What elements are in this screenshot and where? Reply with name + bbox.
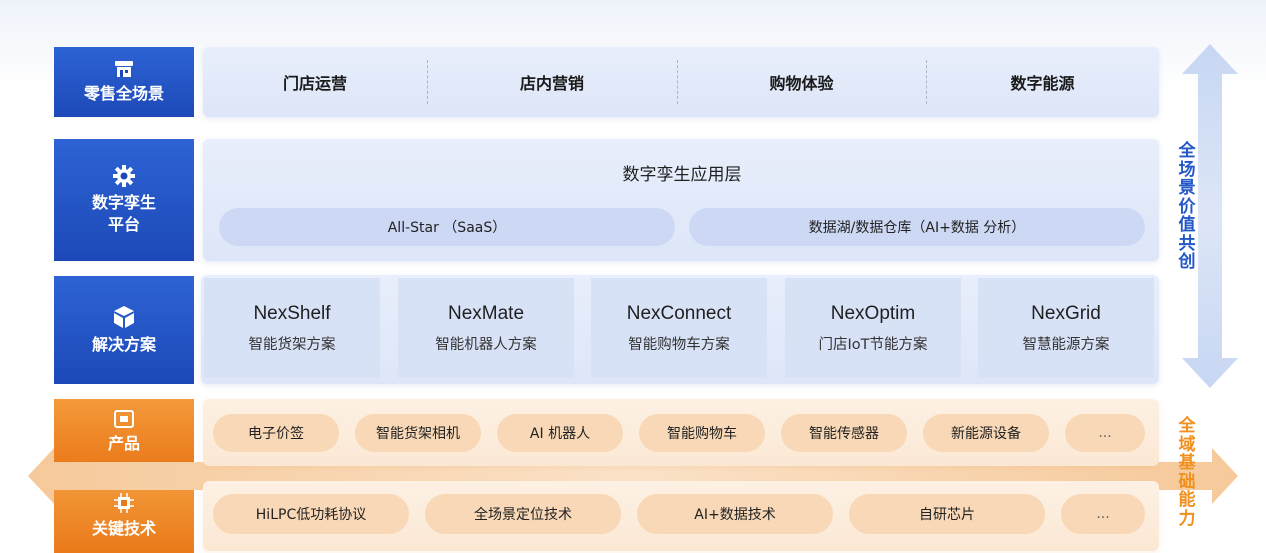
- cube-icon: [114, 305, 134, 328]
- digital-twin-app-layer-title: 数字孪生应用层: [622, 165, 742, 185]
- label-key-tech: 关键技术: [54, 479, 194, 553]
- label-digital-twin: 数字孪生 平台: [54, 139, 194, 261]
- product-pill: 智能购物车: [639, 414, 765, 452]
- product-pill: 智能货架相机: [355, 414, 481, 452]
- solution-name: NexShelf: [253, 302, 331, 324]
- divider: [427, 60, 428, 104]
- label-line: 产品: [107, 434, 140, 453]
- tech-pill: HiLPC低功耗协议: [213, 494, 409, 534]
- scenario-store-operations: 门店运营: [282, 74, 347, 93]
- label-line: 解决方案: [91, 334, 156, 354]
- label-line: 关键技术: [91, 518, 156, 538]
- solution-card: NexShelf 智能货架方案: [204, 278, 380, 378]
- solution-card: NexMate 智能机器人方案: [398, 278, 574, 378]
- tech-pill: 自研芯片: [849, 494, 1045, 534]
- data-lake-pill: 数据湖/数据仓库（AI+数据 分析）: [689, 208, 1145, 246]
- tech-pill: AI+数据技术: [637, 494, 833, 534]
- label-retail-scenarios: 零售全场景: [54, 47, 194, 117]
- solution-desc: 智能货架方案: [248, 336, 336, 353]
- scenario-shopping-experience: 购物体验: [769, 74, 834, 93]
- solution-card: NexConnect 智能购物车方案: [591, 278, 767, 378]
- foundation-capability-text: 全域基础能力: [1178, 416, 1196, 529]
- tech-pill: 全场景定位技术: [425, 494, 621, 534]
- solution-card: NexGrid 智慧能源方案: [978, 278, 1154, 378]
- product-pill: 新能源设备: [923, 414, 1049, 452]
- label-line: 数字孪生: [91, 192, 156, 212]
- divider: [926, 60, 927, 104]
- all-star-saas-pill: All-Star （SaaS）: [219, 208, 675, 246]
- product-pill: 电子价签: [213, 414, 339, 452]
- device-icon: [114, 410, 134, 428]
- gear-icon: [113, 164, 135, 187]
- retail-scenarios-panel: [203, 47, 1159, 117]
- label-solutions: 解决方案: [54, 276, 194, 384]
- scenario-in-store-marketing: 店内营销: [519, 74, 584, 93]
- label-line: 平台: [107, 214, 140, 234]
- solution-desc: 门店IoT节能方案: [818, 336, 928, 353]
- store-icon: [115, 60, 133, 77]
- product-pill: AI 机器人: [497, 414, 623, 452]
- solution-name: NexMate: [447, 302, 525, 324]
- solution-name: NexGrid: [1031, 302, 1101, 324]
- label-line: 零售全场景: [83, 83, 164, 103]
- solution-name: NexConnect: [626, 302, 732, 324]
- solution-desc: 智能机器人方案: [435, 336, 537, 353]
- vertical-double-arrow: [1182, 44, 1238, 388]
- value-cocreation-text: 全场景价值共创: [1178, 141, 1196, 272]
- divider: [677, 60, 678, 104]
- solution-desc: 智能购物车方案: [628, 336, 730, 353]
- label-products: 产品: [54, 399, 194, 466]
- product-pill: 智能传感器: [781, 414, 907, 452]
- solution-card: NexOptim 门店IoT节能方案: [785, 278, 961, 378]
- scenario-digital-energy: 数字能源: [1010, 74, 1075, 93]
- solution-desc: 智慧能源方案: [1022, 336, 1110, 353]
- chip-icon: [114, 492, 134, 513]
- product-pill-more: ...: [1065, 414, 1145, 452]
- solution-name: NexOptim: [830, 302, 916, 324]
- tech-pill-more: ...: [1061, 494, 1145, 534]
